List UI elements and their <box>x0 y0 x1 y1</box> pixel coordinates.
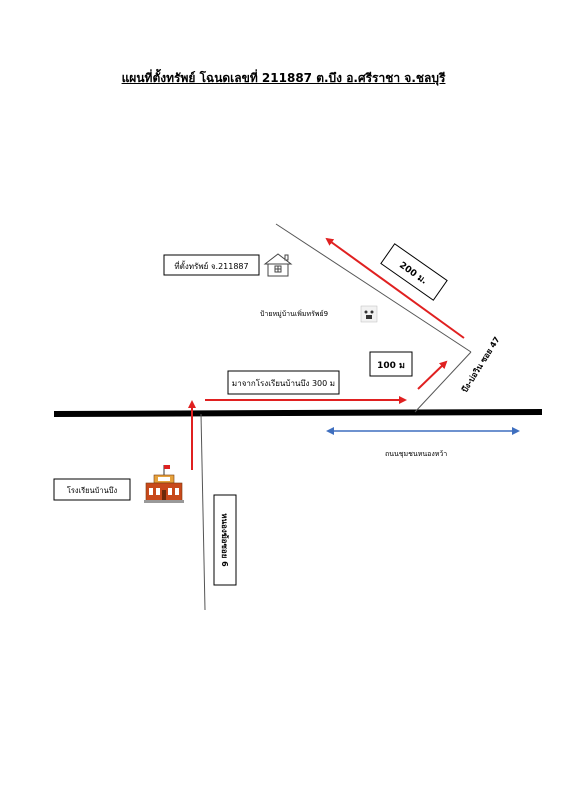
soi-47-road-lower <box>414 351 472 413</box>
main-road <box>53 409 543 417</box>
route-arrow-into-soi <box>417 360 448 390</box>
soi-47-road-upper <box>275 223 472 353</box>
route-arrow-to-property <box>325 237 465 339</box>
school-icon <box>144 465 184 503</box>
soi-47-label: บึง-บ่อวิน ซอย 47 <box>460 335 501 394</box>
side-road-label-box: หนองฆ้อซอย 6 <box>213 494 237 586</box>
map-title: แผนที่ตั้งทรัพย์ โฉนดเลขที่ 211887 ต.บึง… <box>121 71 446 85</box>
main-road-label: ถนนชุมชนหนองหว้า <box>385 450 447 458</box>
property-label: ที่ตั้งทรัพย์ จ.211887 <box>174 260 248 271</box>
from-school-label: มาจากโรงเรียนบ้านบึง 300 ม <box>232 378 335 388</box>
school-label-box: โรงเรียนบ้านบึง <box>53 478 131 501</box>
side-road-label: หนองฆ้อซอย 6 <box>220 513 230 567</box>
distance-100-label: 100 ม <box>377 361 405 371</box>
school-label: โรงเรียนบ้านบึง <box>67 486 118 495</box>
side-road-soi-6 <box>200 413 206 611</box>
village-sign-label: ป้ายหมู่บ้านเพิ่มทรัพย์9 <box>260 309 328 318</box>
distance-200-box: 200 ม. <box>380 243 448 301</box>
from-school-box: มาจากโรงเรียนบ้านบึง 300 ม <box>227 370 340 395</box>
distance-100-box: 100 ม <box>369 351 413 377</box>
property-label-box: ที่ตั้งทรัพย์ จ.211887 <box>163 254 260 276</box>
village-sign-icon <box>360 305 378 323</box>
house-icon <box>263 253 293 277</box>
